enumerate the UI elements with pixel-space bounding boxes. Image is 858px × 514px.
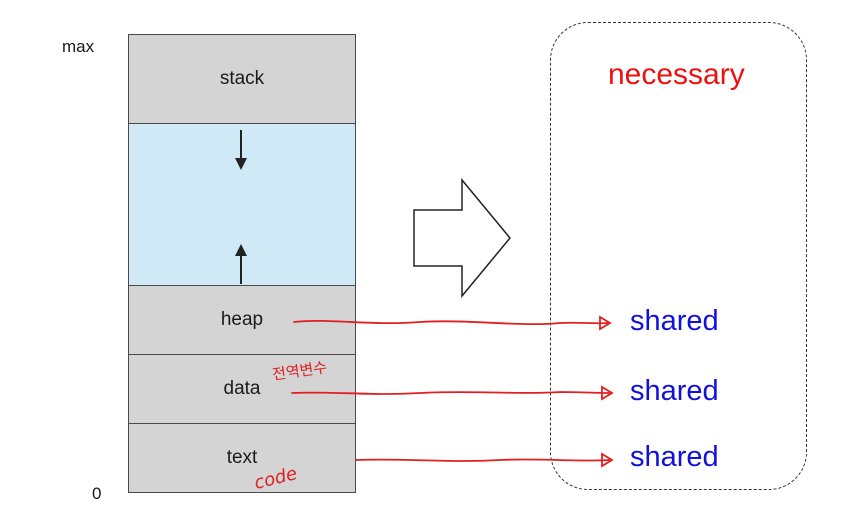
data-label: data	[223, 378, 261, 399]
text-segment: text	[128, 423, 356, 493]
stack-segment: stack	[128, 34, 356, 124]
shared-label-text: shared	[630, 441, 719, 473]
transform-arrow-icon	[413, 177, 511, 299]
text-label: text	[226, 447, 258, 468]
stack-label: stack	[219, 68, 265, 89]
growth-arrows	[235, 130, 247, 284]
text-connector-arrow	[355, 458, 611, 462]
shared-label-heap: shared	[630, 305, 719, 337]
axis-max-label: max	[62, 37, 95, 56]
heap-connector-arrow	[293, 319, 609, 326]
thread-box	[550, 22, 807, 490]
axis-zero-label: 0	[92, 484, 102, 503]
shared-label-data: shared	[630, 375, 719, 407]
data-connector-arrow	[291, 391, 611, 395]
free-space-segment	[128, 123, 356, 286]
necessary-label: necessary	[608, 58, 745, 91]
down-arrow-icon	[235, 130, 247, 170]
up-arrow-icon	[235, 244, 247, 284]
heap-label: heap	[220, 309, 264, 330]
